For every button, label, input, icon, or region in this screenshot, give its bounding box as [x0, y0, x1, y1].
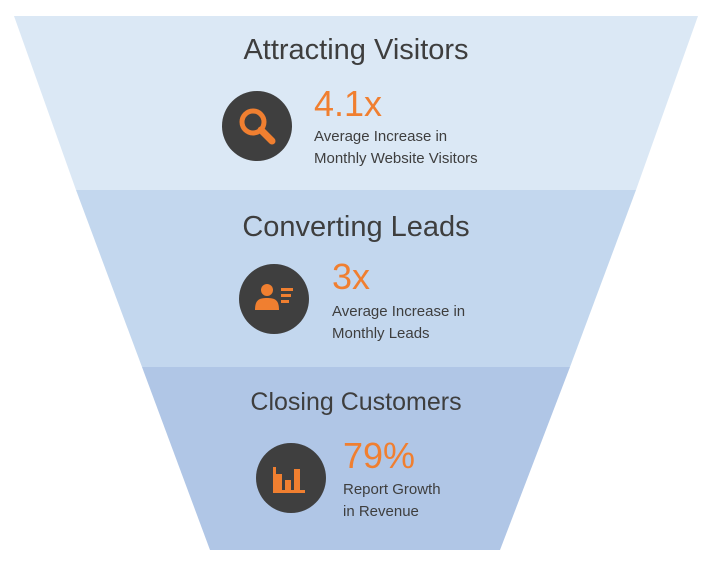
metric-value: 4.1x [314, 83, 383, 124]
metric-description-line-2: Monthly Leads [332, 325, 430, 342]
stage-title: Converting Leads [242, 211, 470, 243]
contact-card-icon [239, 264, 309, 334]
metric-description-line-2: in Revenue [343, 503, 419, 520]
metric-description-line-2: Monthly Website Visitors [314, 150, 478, 167]
stage-title: Attracting Visitors [243, 34, 469, 66]
metric-description-line-1: Average Increase in [332, 303, 466, 320]
funnel-stage-1-band [14, 16, 698, 190]
funnel-stage-3-band [142, 367, 570, 550]
magnifier-icon [222, 91, 292, 161]
bar-chart-icon [256, 443, 326, 513]
stage-title: Closing Customers [250, 388, 462, 416]
metric-value: 3x [332, 256, 371, 297]
metric-value: 79% [343, 435, 416, 476]
funnel-stage-2-band [76, 190, 636, 367]
metric-description-line-1: Average Increase in [314, 128, 448, 145]
metric-description-line-1: Report Growth [343, 481, 441, 498]
